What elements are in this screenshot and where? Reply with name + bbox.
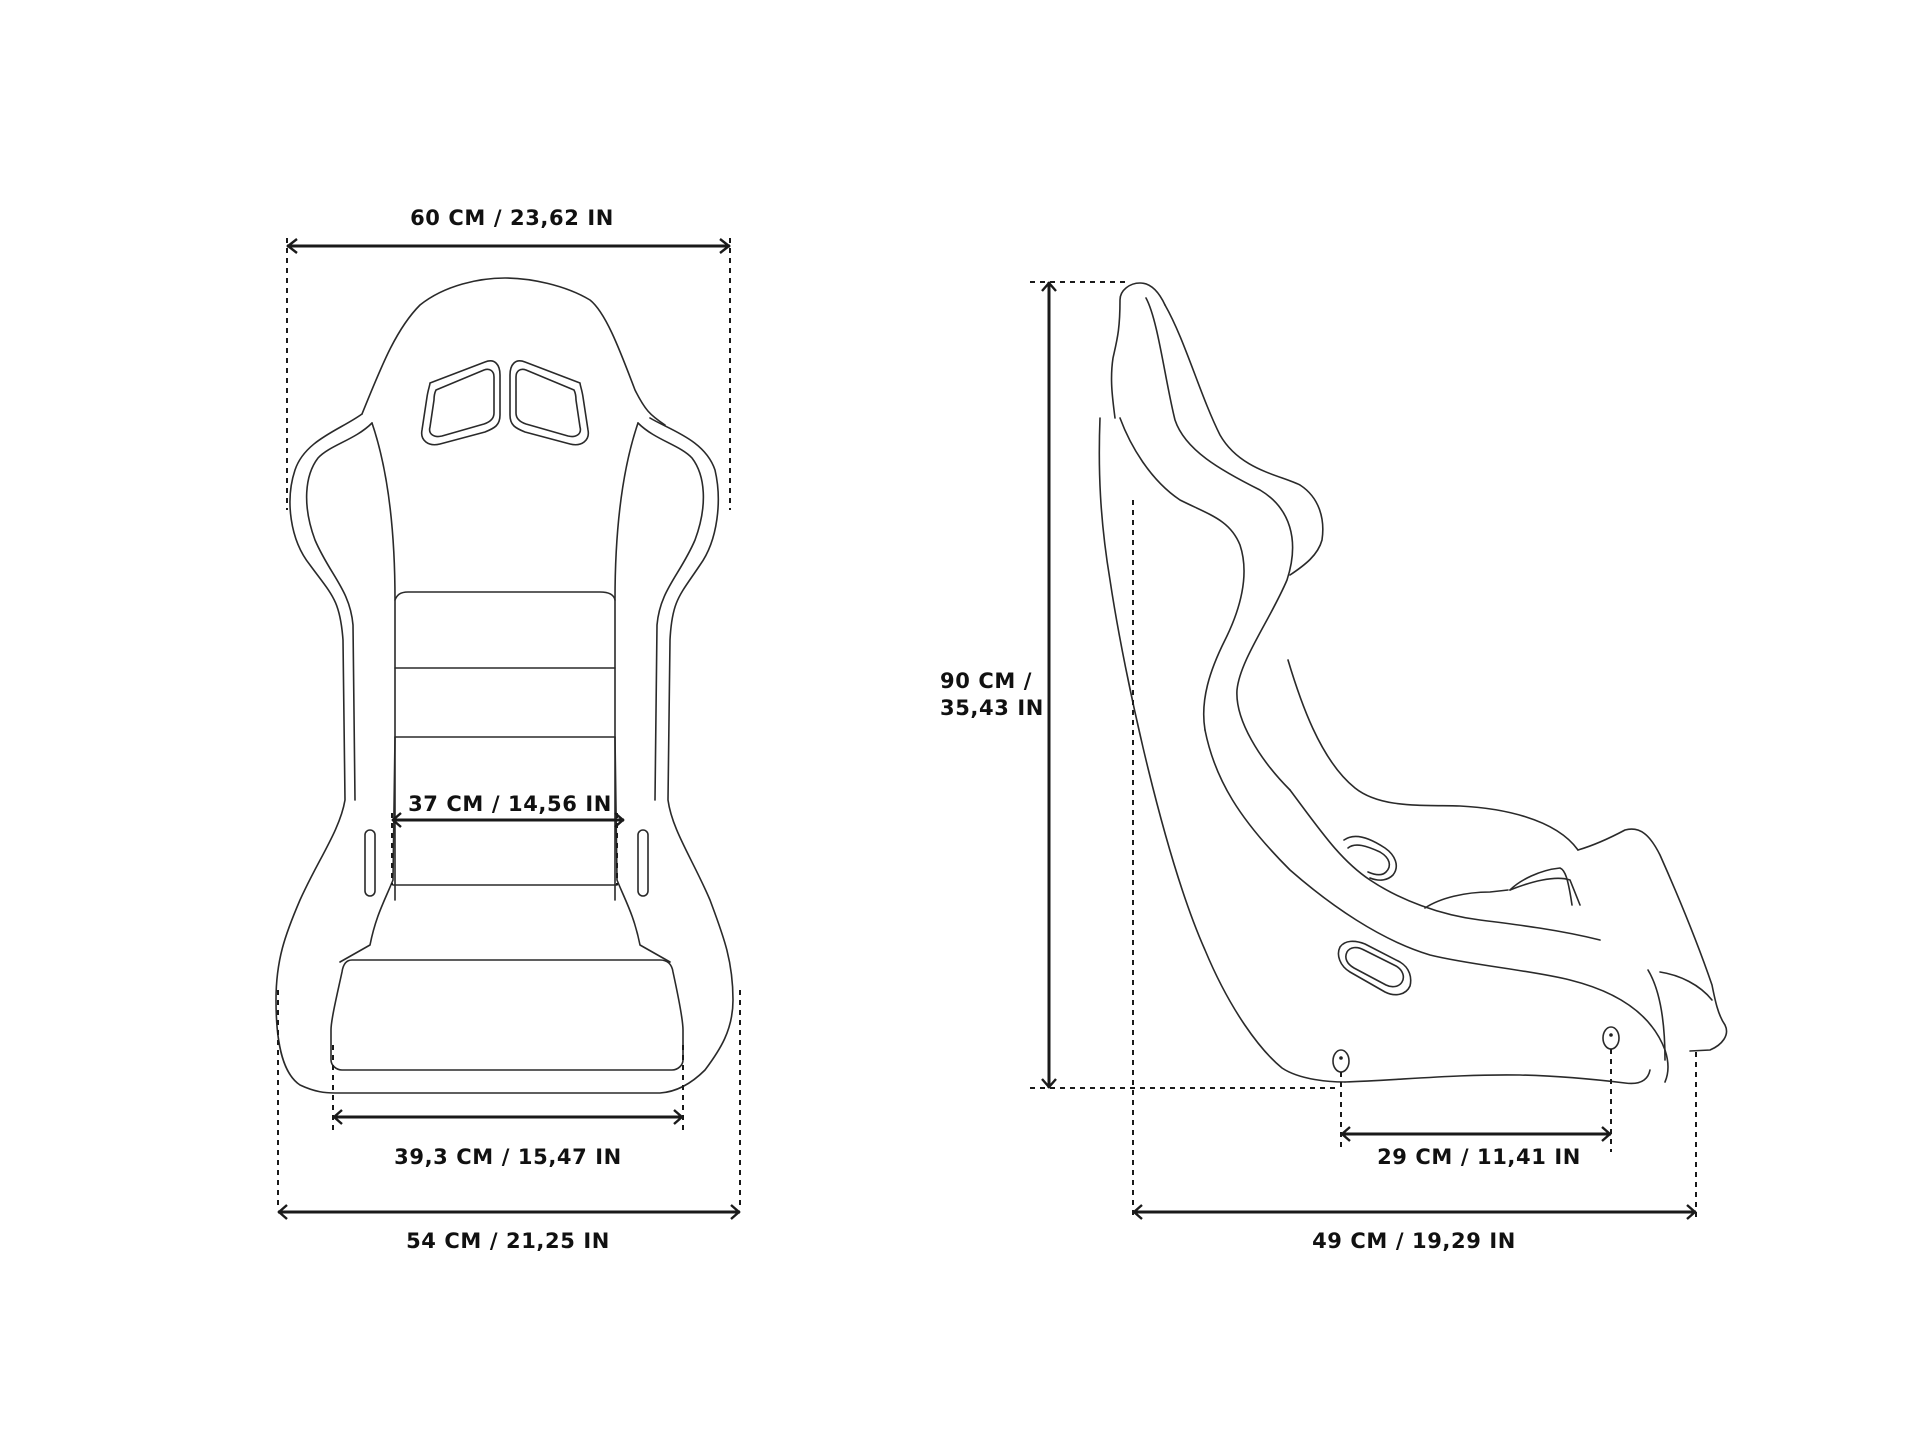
mount-spacing-label: 29 CM / 11,41 IN xyxy=(1377,1145,1581,1169)
top-width-label: 60 CM / 23,62 IN xyxy=(410,206,614,230)
front-dimensions xyxy=(277,238,741,1220)
front-view-seat xyxy=(275,277,734,1094)
height-label-line2: 35,43 IN xyxy=(940,696,1044,720)
depth-label: 49 CM / 19,29 IN xyxy=(1312,1229,1516,1253)
side-dimensions xyxy=(1030,281,1697,1220)
seat-width-label: 37 CM / 14,56 IN xyxy=(408,792,612,816)
cushion-width-label: 39,3 CM / 15,47 IN xyxy=(394,1145,622,1169)
front-mount-hole xyxy=(1332,1049,1350,1073)
right-belt-slot xyxy=(637,829,649,897)
side-view-seat xyxy=(1098,282,1728,1085)
base-width-label: 54 CM / 21,25 IN xyxy=(406,1229,610,1253)
left-belt-slot xyxy=(364,829,376,897)
height-label-line1: 90 CM / xyxy=(940,669,1033,693)
rear-mount-hole xyxy=(1602,1026,1620,1050)
